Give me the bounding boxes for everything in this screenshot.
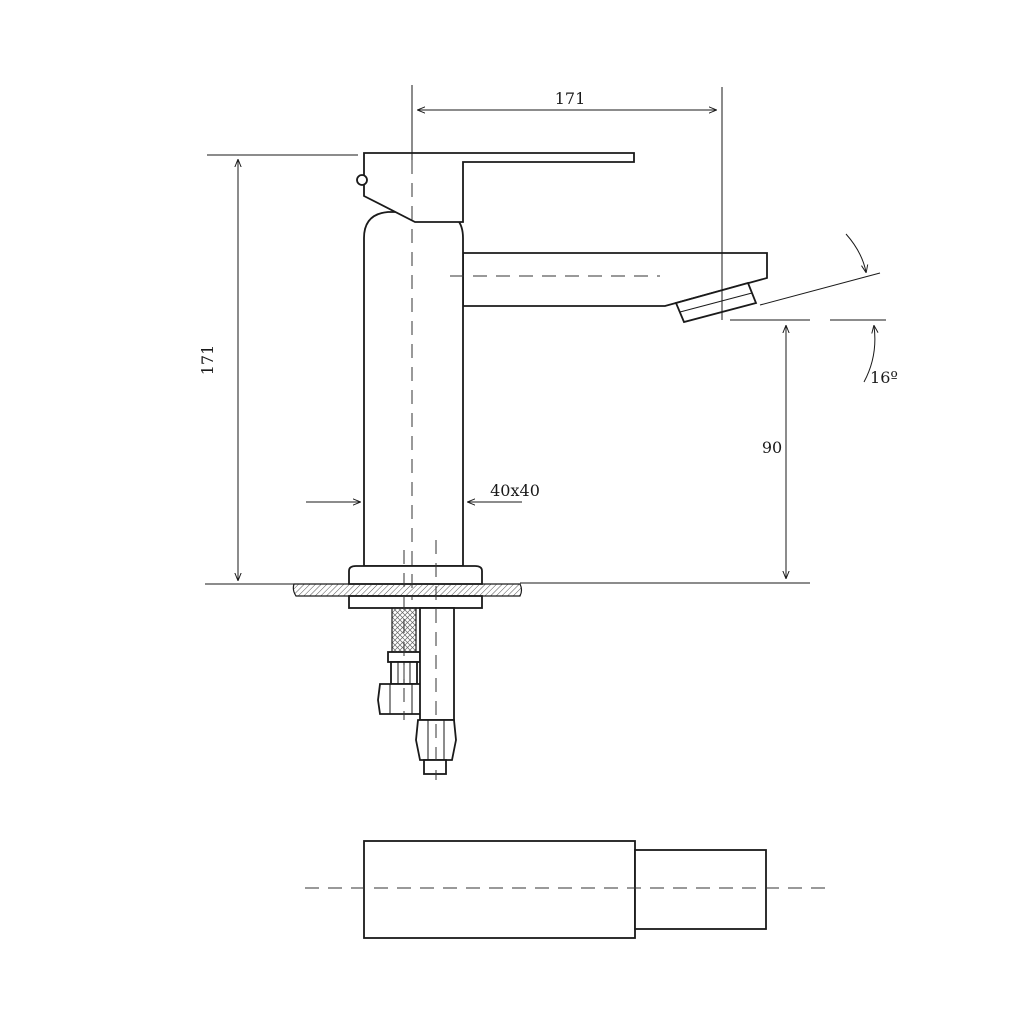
fixing-rod (419, 607, 455, 721)
hose-nut-left (377, 683, 425, 715)
outlet-height-dimension: 90 (762, 438, 782, 457)
top-view-body (363, 840, 636, 939)
top-view-spout (634, 849, 767, 930)
top-view (305, 840, 832, 939)
side-view (292, 85, 768, 780)
hose-end-fitting (423, 759, 447, 775)
spout-reach-dimension: 171 (555, 89, 586, 108)
countertop-section (292, 583, 523, 597)
lever-handle (363, 152, 635, 223)
total-height-dimension: 171 (198, 345, 217, 376)
handle-screw (356, 174, 368, 186)
body-section-dimension: 40x40 (490, 481, 540, 500)
faucet-body (363, 211, 464, 567)
hose-nut-right (415, 719, 457, 761)
base-flange (348, 565, 483, 585)
fixing-washer (348, 595, 483, 609)
outlet-angle-dimension: 16º (870, 368, 898, 387)
dimension-lines: 171 171 90 40x40 16º (198, 87, 898, 585)
